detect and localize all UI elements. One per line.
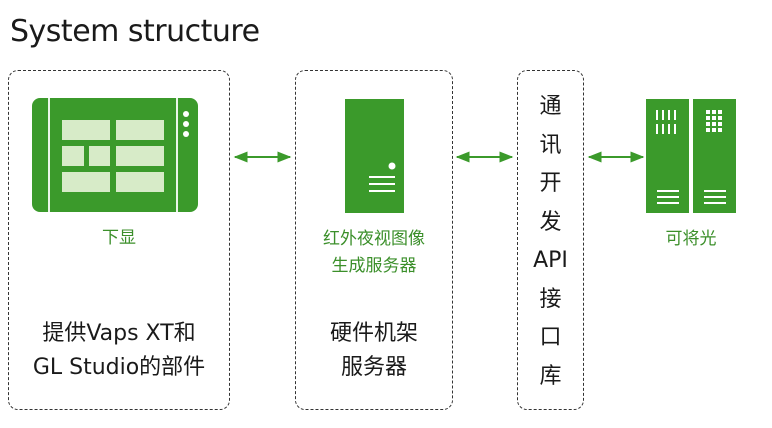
server-node-box [295, 70, 453, 410]
display-label: 下显 [102, 228, 136, 248]
display-desc-line1: 提供Vaps XT和 [42, 321, 196, 346]
api-char: 发 [539, 209, 562, 235]
server-label-line1: 红外夜视图像 [323, 229, 425, 249]
display-icon [32, 98, 198, 212]
display-desc-line2: GL Studio的部件 [32, 355, 206, 380]
rack-cabinet-icon [646, 99, 736, 213]
api-node-box [517, 70, 584, 410]
api-char: 通 [539, 94, 562, 119]
server-desc-line2: 服务器 [340, 355, 407, 380]
page-title: System structure [10, 14, 260, 49]
server-tower-icon [345, 99, 404, 213]
server-label-line2: 生成服务器 [331, 256, 417, 276]
server-desc-line1: 硬件机架 [329, 321, 418, 346]
display-node-box [8, 70, 230, 410]
api-char: 开 [539, 171, 562, 196]
api-char: 口 [539, 325, 562, 350]
api-char: API [533, 248, 568, 273]
api-char: 接 [539, 286, 562, 312]
light-label: 可将光 [665, 229, 717, 249]
api-vertical-label: 通 讯 开 发 API 接 口 库 [517, 88, 584, 396]
api-char: 讯 [539, 132, 562, 158]
api-char: 库 [539, 363, 562, 389]
